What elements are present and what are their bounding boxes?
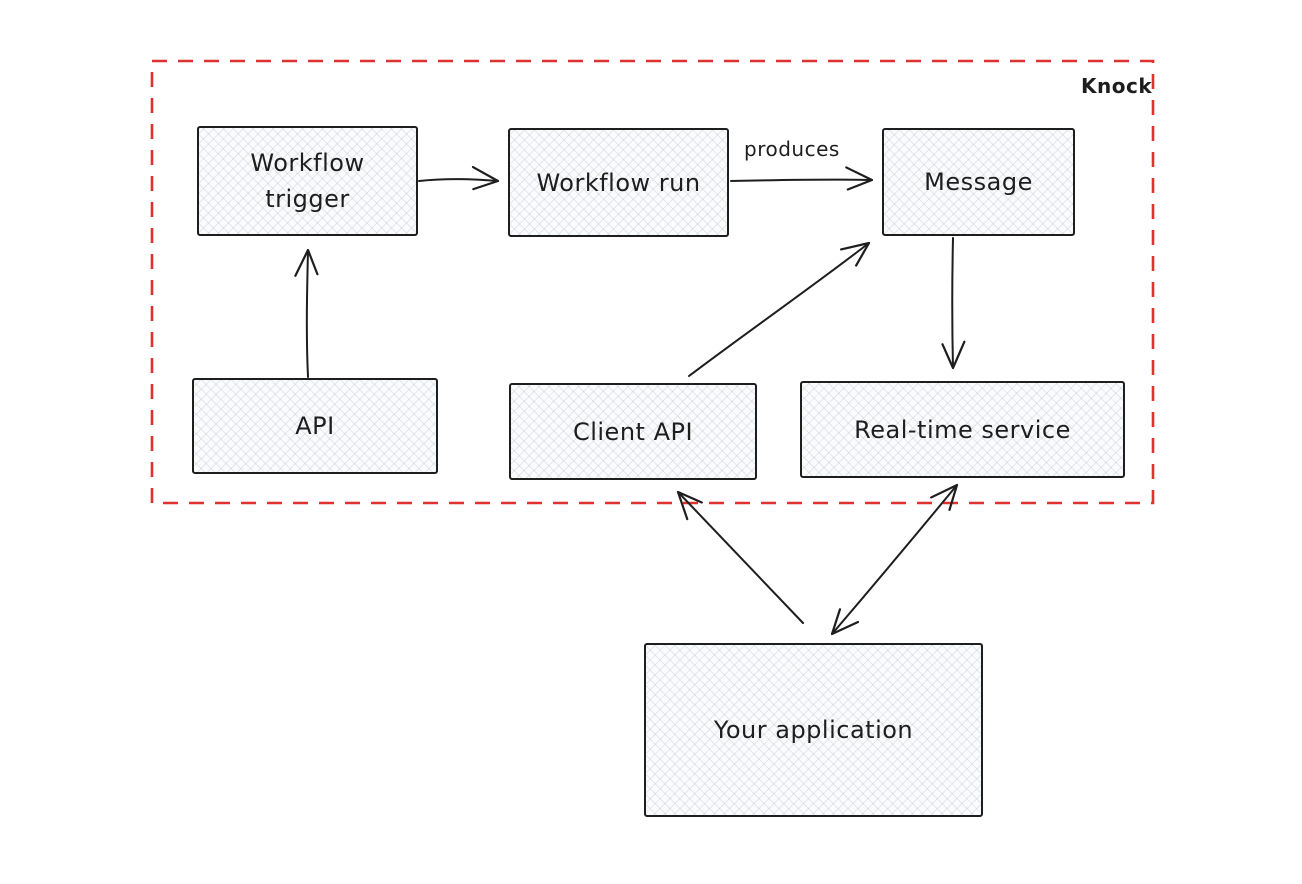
- node-api: API: [192, 378, 438, 474]
- node-api-label: API: [295, 412, 335, 440]
- edge-api-to-workflow-trigger: [294, 248, 319, 378]
- knock-boundary-box: [150, 59, 1155, 505]
- node-message: Message: [882, 128, 1075, 236]
- edge-client-api-to-message: [688, 241, 871, 377]
- node-workflow-run: Workflow run: [508, 128, 729, 237]
- edge-workflow-run-to-message: [730, 166, 874, 191]
- knock-boundary-label: Knock: [1081, 74, 1153, 98]
- node-your-application: Your application: [644, 643, 983, 817]
- node-workflow-trigger: Workflow trigger: [197, 126, 418, 236]
- node-workflow-run-label: Workflow run: [536, 168, 701, 197]
- node-realtime-service: Real-time service: [800, 381, 1125, 478]
- edge-your-application-to-client-api: [676, 490, 804, 624]
- node-client-api-label: Client API: [572, 417, 694, 446]
- edge-workflow-trigger-to-workflow-run: [418, 165, 500, 191]
- edge-label-produces: produces: [744, 137, 840, 161]
- edge-realtime-service-your-application-bidirectional: [830, 483, 959, 636]
- node-realtime-service-label: Real-time service: [854, 415, 1071, 444]
- node-workflow-trigger-label: Workflow trigger: [250, 149, 365, 213]
- node-client-api: Client API: [509, 383, 757, 480]
- edge-message-to-realtime-service: [941, 237, 966, 370]
- node-your-application-label: Your application: [713, 716, 914, 744]
- node-message-label: Message: [924, 168, 1033, 196]
